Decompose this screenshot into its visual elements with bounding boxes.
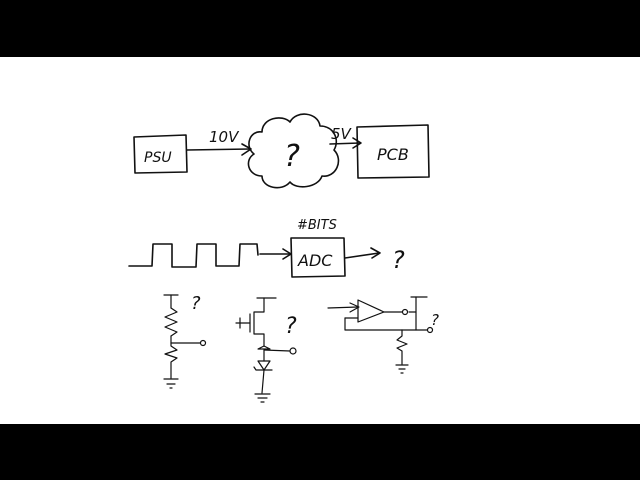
pcb-label: PCB — [377, 145, 409, 164]
resistor-divider-question-mark: ? — [191, 293, 201, 314]
opamp-question-mark: ? — [431, 311, 439, 329]
adc-block: ADC — [290, 237, 346, 278]
pcb-block: PCB — [356, 124, 430, 179]
unknown-cloud: ? — [247, 113, 340, 189]
mosfet-zener-circuit — [235, 297, 297, 403]
psu-block: PSU — [133, 134, 188, 174]
arrow-adc-to-output — [344, 247, 381, 259]
unknown-question-mark: ? — [284, 139, 300, 174]
output-voltage-label: 5V — [331, 125, 353, 143]
input-voltage-label: 10V — [209, 128, 240, 146]
bits-label: #BITS — [297, 218, 337, 233]
arrow-cloud-to-pcb — [329, 137, 362, 149]
arrow-psu-to-cloud — [186, 143, 252, 156]
letterbox-top — [0, 0, 640, 57]
psu-label: PSU — [144, 150, 172, 166]
whiteboard-canvas — [0, 57, 640, 424]
opamp-circuit — [327, 296, 434, 374]
letterbox-bottom — [0, 424, 640, 480]
arrow-wave-to-adc — [259, 248, 292, 260]
square-wave — [128, 243, 259, 268]
mosfet-zener-question-mark: ? — [285, 314, 297, 339]
resistor-divider-circuit — [163, 294, 207, 389]
adc-label: ADC — [297, 251, 333, 270]
adc-output-question-mark: ? — [392, 246, 405, 274]
